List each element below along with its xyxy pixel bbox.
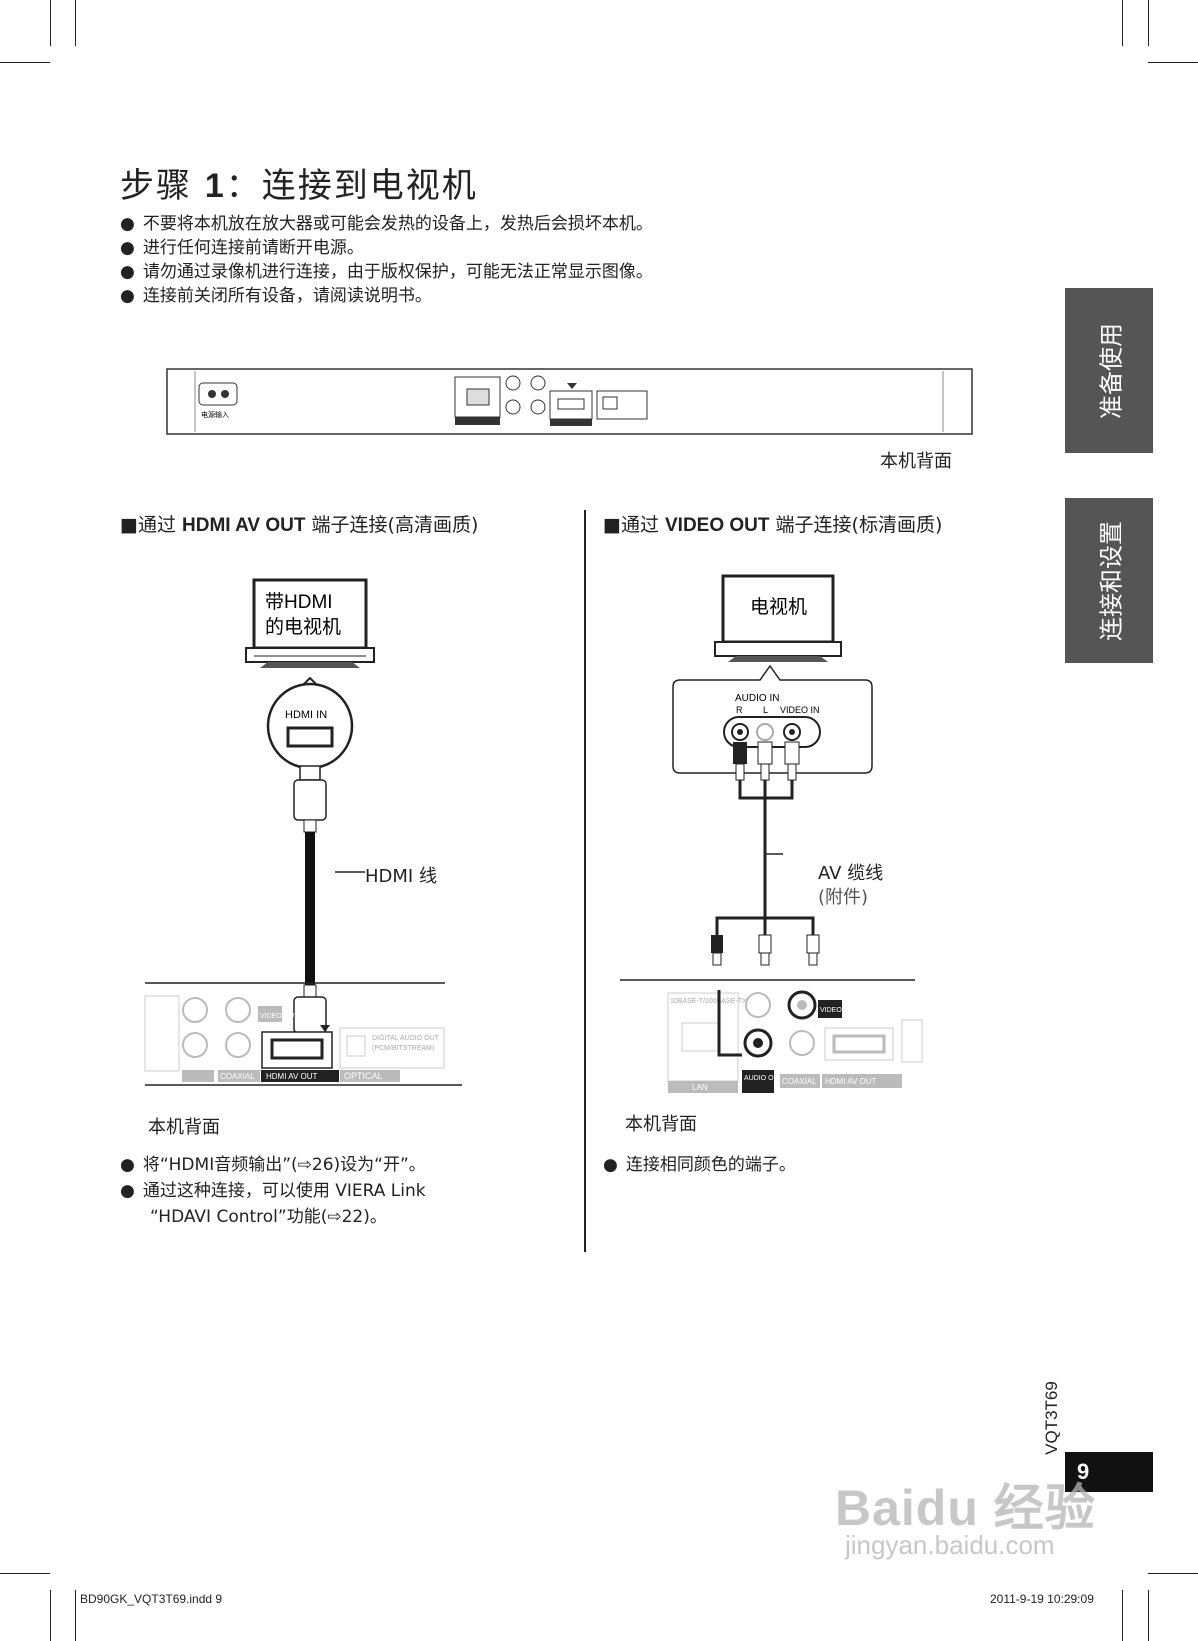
r-label: R	[736, 705, 743, 715]
crop-mark	[75, 0, 76, 46]
hdmi-cable-label: HDMI 线	[365, 866, 437, 887]
pcm-label: (PCM/BITSTREAM)	[372, 1045, 434, 1052]
video-notes: 连接相同颜色的端子。	[603, 1152, 796, 1178]
list-item-continuation: “HDAVI Control”功能(⇨22)。	[150, 1207, 387, 1227]
model-code: VQT3T69	[1042, 1381, 1061, 1455]
crop-mark	[0, 1573, 50, 1574]
list-item: 连接相同颜色的端子。	[603, 1152, 796, 1178]
list-item: 连接前关闭所有设备，请阅读说明书。	[120, 284, 653, 308]
av-cable-label: AV 缆线 (附件)	[818, 862, 883, 910]
video-in-label: VIDEO IN	[780, 705, 820, 715]
footer-datetime: 2011-9-19 10:29:09	[990, 1592, 1094, 1606]
av-cable-accessory: (附件)	[818, 887, 869, 908]
tv-label-line2: 的电视机	[265, 616, 341, 638]
list-item: 通过这种连接，可以使用 VIERA Link	[120, 1178, 426, 1204]
crop-mark	[1148, 1573, 1198, 1574]
list-item: 进行任何连接前请断开电源。	[120, 236, 653, 260]
footer-filename: BD90GK_VQT3T69.indd 9	[80, 1592, 223, 1606]
av-cable-name: AV 缆线	[818, 863, 884, 884]
list-item: 请勿通过录像机进行连接，由于版权保护，可能无法正常显示图像。	[120, 260, 653, 284]
video-out-label: VIDEO OUT	[260, 1013, 299, 1020]
coaxial-label: COAXIAL	[220, 1072, 255, 1081]
list-item: 不要将本机放在放大器或可能会发热的设备上，发热后会损坏本机。	[120, 212, 653, 236]
crop-mark	[1148, 0, 1149, 46]
page-number: 9	[1065, 1452, 1153, 1492]
rear-panel-illustration: 电源输入	[166, 368, 973, 435]
precaution-list: 不要将本机放在放大器或可能会发热的设备上，发热后会损坏本机。 进行任何连接前请断…	[120, 212, 653, 308]
hdmi-in-label: HDMI IN	[285, 709, 327, 721]
hdmi-av-out-label: HDMI AV OUT	[825, 1077, 877, 1086]
section-divider	[584, 510, 586, 1252]
tab-preparation: 准备使用	[1065, 288, 1153, 453]
watermark-logo: Baidu 经验	[835, 1480, 1096, 1536]
coaxial-label: COAXIAL	[782, 1077, 817, 1086]
video-connection-diagram: 电视机 AUDIO IN R L VIDEO IN 10BASE-T/100BA…	[620, 574, 923, 1093]
hdmi-section-heading: ■通过 HDMI AV OUT 端子连接(高清画质)	[120, 514, 479, 536]
video-out-label: VIDEO OUT	[820, 1007, 859, 1014]
lan-base-label: 10BASE-T/100BASE-TX	[670, 998, 747, 1005]
power-input-label: 电源输入	[201, 410, 229, 419]
tv-label-line1: 带HDMI	[265, 591, 333, 613]
rear-panel-caption: 本机背面	[880, 451, 952, 472]
tv-label: 电视机	[750, 596, 807, 618]
watermark-url: jingyan.baidu.com	[845, 1530, 1055, 1560]
right-rear-caption: 本机背面	[625, 1114, 697, 1135]
audio-out-label: AUDIO OUT	[744, 1075, 784, 1082]
video-section-heading: ■通过 VIDEO OUT 端子连接(标清画质)	[603, 514, 943, 536]
crop-mark	[1122, 0, 1123, 46]
crop-mark	[0, 62, 50, 63]
page-title: 步骤 1：连接到电视机	[120, 166, 478, 206]
lan-label: LAN	[692, 1083, 708, 1092]
digital-audio-out-label: DIGITAL AUDIO OUT	[372, 1035, 440, 1042]
audio-in-label: AUDIO IN	[735, 693, 779, 704]
hdmi-notes: 将“HDMI音频输出”(⇨26)设为“开”。 通过这种连接，可以使用 VIERA…	[120, 1152, 426, 1230]
crop-mark	[1148, 62, 1198, 63]
optical-label: OPTICAL	[344, 1071, 383, 1081]
crop-mark	[1122, 1590, 1123, 1641]
crop-mark	[1148, 1590, 1149, 1641]
hdmi-av-out-label: HDMI AV OUT	[266, 1072, 318, 1081]
crop-mark	[50, 1590, 51, 1641]
crop-mark	[75, 1590, 76, 1641]
l-label: L	[763, 705, 768, 715]
tab-connection-setup: 连接和设置	[1065, 498, 1153, 663]
list-item: 将“HDMI音频输出”(⇨26)设为“开”。	[120, 1152, 426, 1178]
crop-mark	[50, 0, 51, 46]
left-rear-caption: 本机背面	[148, 1117, 220, 1138]
hdmi-connection-diagram: 带HDMI 的电视机 HDMI IN VIDEO OUT DIGITAL AUD…	[144, 578, 462, 1086]
